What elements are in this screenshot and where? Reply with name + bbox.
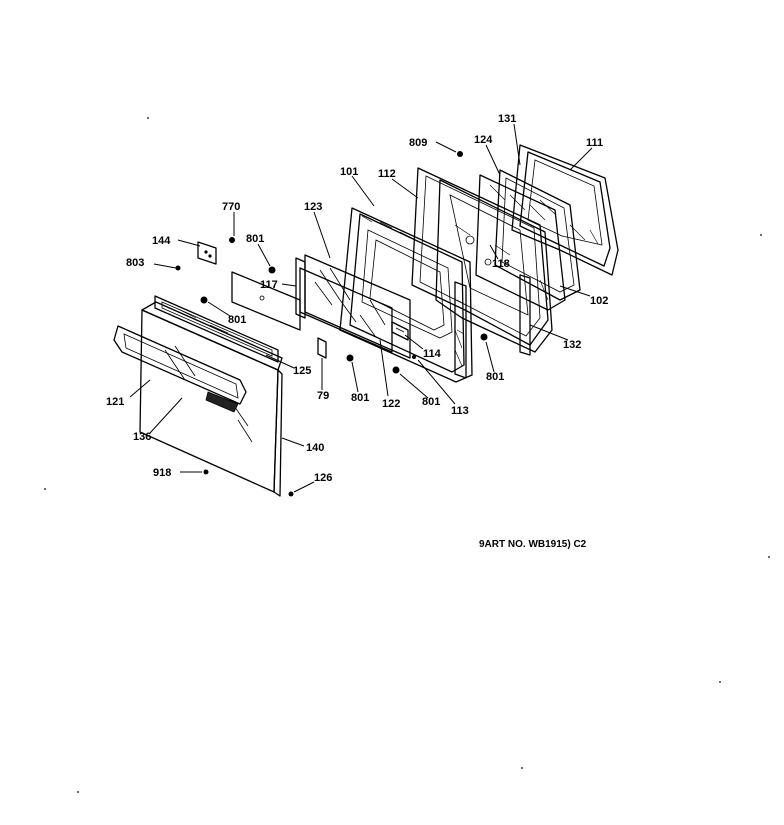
screw-801-mid [346, 354, 354, 362]
callout-124: 124 [474, 134, 493, 146]
callout-131: 131 [498, 113, 516, 125]
leader-lines [129, 123, 593, 493]
screw-801-low [392, 366, 400, 374]
part-124-liner [475, 169, 581, 311]
callout-118: 118 [492, 258, 510, 270]
callout-101: 101 [340, 166, 358, 178]
part-112-frame [411, 167, 553, 353]
callout-801-right: 801 [486, 371, 504, 383]
part-113-strip [454, 281, 467, 379]
screw-809 [457, 151, 463, 157]
part-number-note: 9ART NO. WB1915) C2 [479, 539, 587, 550]
callout-801-low: 801 [422, 396, 440, 408]
callout-801-mid: 801 [351, 392, 369, 404]
callout-114: 114 [423, 348, 442, 360]
callout-121: 121 [106, 396, 124, 408]
callout-126: 126 [314, 472, 332, 484]
part-144-bracket [197, 241, 217, 265]
part-111-frame [511, 144, 619, 276]
screw-801-left [200, 296, 208, 304]
callout-803: 803 [126, 257, 144, 269]
part-122-glass [299, 267, 393, 353]
callout-140: 140 [306, 442, 324, 454]
callout-125: 125 [293, 365, 311, 377]
screw-770 [229, 237, 235, 243]
callout-79: 79 [317, 390, 329, 402]
callout-102: 102 [590, 295, 608, 307]
screws [175, 151, 488, 497]
screw-126 [288, 491, 294, 497]
callout-801-left: 801 [228, 314, 246, 326]
callout-111: 111 [586, 137, 603, 149]
screw-801-right [480, 333, 488, 341]
callout-123: 123 [304, 201, 322, 213]
callout-112: 112 [378, 168, 396, 180]
callout-809: 809 [409, 137, 427, 149]
part-140-outer-door [139, 301, 283, 497]
callout-136: 136 [133, 431, 151, 443]
scan-specks [44, 117, 770, 793]
part-101-inner-door [339, 207, 473, 383]
part-132-strip [519, 274, 531, 356]
part-114-clip [391, 321, 409, 341]
part-123-glass [304, 254, 411, 359]
part-121-handle [113, 325, 247, 413]
callout-117: 117 [260, 279, 278, 291]
screw-113-tip [412, 355, 416, 359]
screw-803 [175, 265, 181, 271]
callout-122: 122 [382, 398, 400, 410]
callout-770: 770 [222, 201, 240, 213]
callout-132: 132 [563, 339, 581, 351]
callout-801-top: 801 [246, 233, 264, 245]
part-79-bracket [317, 337, 327, 359]
callout-144: 144 [152, 235, 171, 247]
part-117-shield [231, 257, 306, 331]
screw-801-top [268, 266, 276, 274]
callout-labels: 131 809 124 111 101 112 770 123 144 801 … [106, 113, 608, 484]
callout-113: 113 [451, 405, 469, 417]
screw-918 [203, 469, 209, 475]
callout-918: 918 [153, 467, 171, 479]
part-125-trim [154, 295, 279, 363]
